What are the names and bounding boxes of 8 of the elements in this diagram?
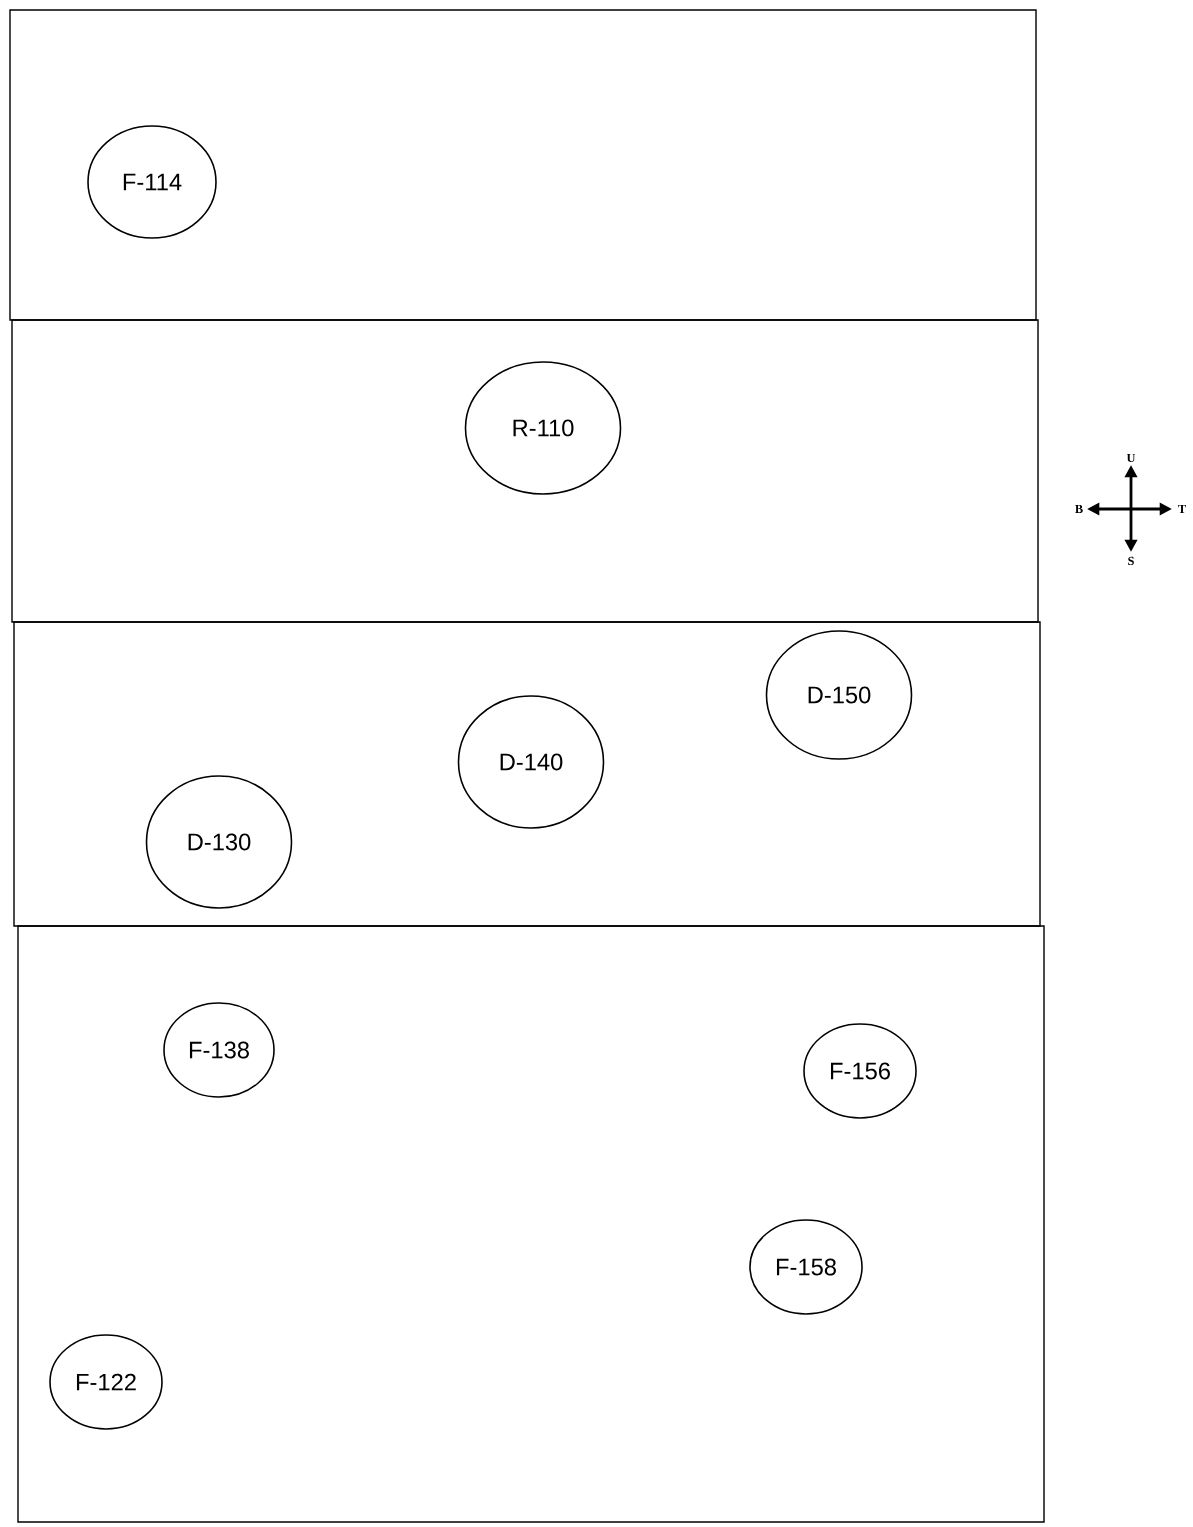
band [13,621,1041,927]
direction-label: S [1128,556,1134,566]
direction-label: U [1126,453,1136,463]
band [9,9,1037,321]
band [11,319,1039,623]
direction-label: T [1178,504,1186,513]
band [17,925,1045,1523]
direction-label: B [1075,504,1083,513]
